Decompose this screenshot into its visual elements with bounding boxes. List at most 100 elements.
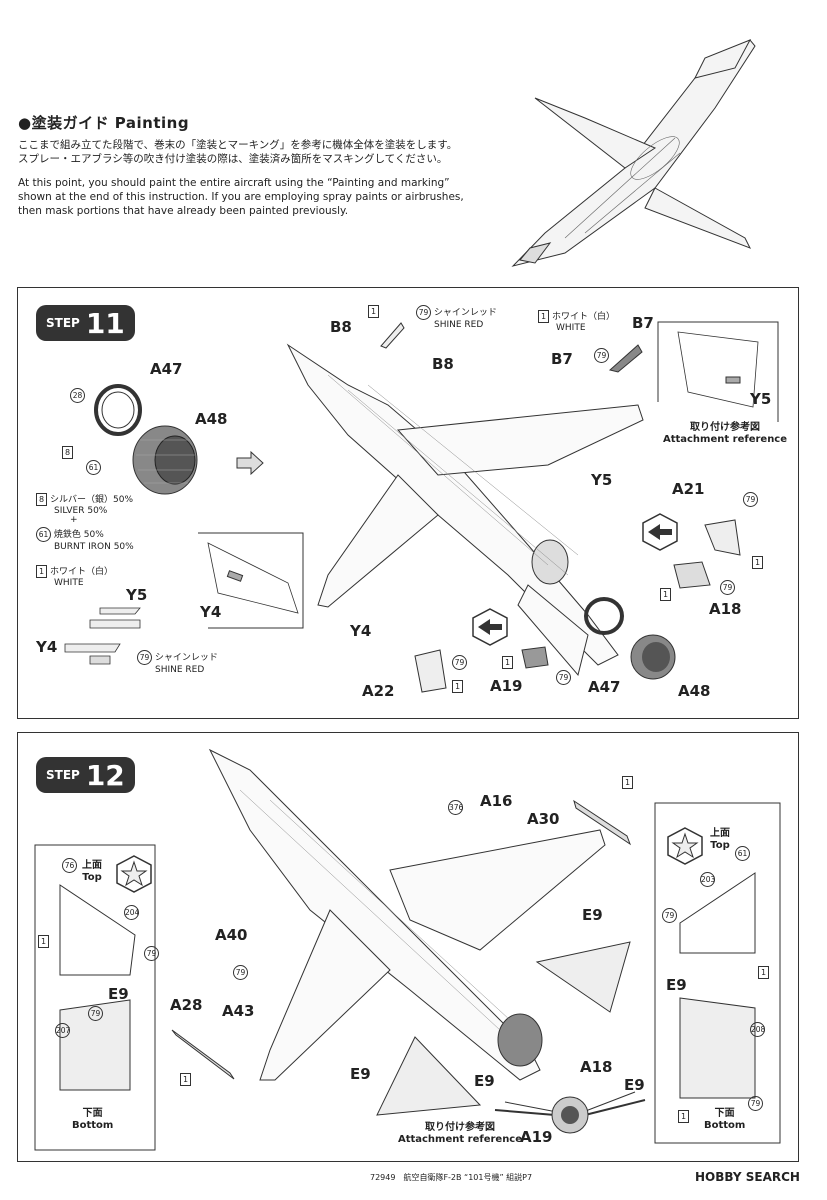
arrow-right-icon: [236, 450, 264, 476]
label-a47-main: A47: [588, 678, 621, 696]
label-a43: A43: [222, 1002, 255, 1020]
label-a40: A40: [215, 926, 248, 944]
num-376: 376: [448, 800, 463, 815]
page-footer: 72949 航空自衛隊F-2B “101号機” 組説P7: [370, 1173, 533, 1182]
part-a18: [673, 561, 711, 589]
label-a21: A21: [672, 480, 705, 498]
label-b7-mid: B7: [551, 350, 573, 368]
label-b8-mid: B8: [432, 355, 454, 373]
y4-inset: [198, 532, 304, 629]
num-79-a18: 79: [720, 580, 735, 595]
legend-burnt: 61 焼鉄色 50% BURNT IRON 50%: [36, 527, 134, 553]
num-79-a22: 79: [452, 655, 467, 670]
part-b7: [608, 344, 643, 373]
legend-plus: +: [70, 515, 78, 525]
label-a18: A18: [709, 600, 742, 618]
label-b8-top: B8: [330, 318, 352, 336]
num-1-right-bottom: 1: [678, 1110, 692, 1123]
aircraft-underside-step11: [286, 343, 644, 677]
num-204: 204: [124, 905, 139, 920]
label-a48: A48: [195, 410, 228, 428]
left-inset-frame: [34, 844, 156, 1151]
right-inset-frame: [654, 802, 781, 1144]
num-79-a19: 79: [556, 670, 571, 685]
label-a16: A16: [480, 792, 513, 810]
label-a19: A19: [490, 677, 523, 695]
num-79-b7: 79: [594, 348, 609, 363]
label-y5-main: Y5: [591, 471, 613, 489]
num-1-a19: 1: [502, 656, 516, 669]
label-a19-s12: A19: [520, 1128, 553, 1146]
label-b7-top: B7: [632, 314, 654, 332]
num-1-a22: 1: [452, 680, 466, 693]
star-hexagon-icon-left: [116, 855, 152, 893]
part-y4-y5: [64, 607, 141, 665]
label-e9-bottom: E9: [350, 1065, 371, 1083]
num-1-left-top: 1: [38, 935, 52, 948]
step12-badge: STEP 12: [36, 757, 135, 793]
aircraft-illustration: [511, 39, 756, 267]
label-y4-legend: Y4: [36, 638, 58, 656]
color-61-badge: 61: [86, 460, 101, 475]
attach-ref-inset-step11: [657, 321, 779, 422]
attach-ref-rear-view: [494, 1091, 646, 1134]
brand-watermark: HOBBY SEARCH: [695, 1170, 800, 1184]
part-a48-nozzle: [132, 425, 198, 495]
label-a18-s12: A18: [580, 1058, 613, 1076]
label-e9-right-inset: E9: [666, 976, 687, 994]
part-e9-fin-right: [535, 941, 631, 1013]
part-a22: [414, 649, 447, 693]
legend-shine-red: 79 シャインレッド SHINE RED: [137, 650, 218, 676]
painting-jp-line1: ここまで組み立てた段階で、巻末の「塗装とマーキング」を参考に機体全体を塗装をしま…: [18, 139, 458, 151]
num-79-right-bottom: 79: [748, 1096, 763, 1111]
painting-en-line2: shown at the end of this instruction. If…: [18, 191, 464, 203]
label-e9-left-inset: E9: [108, 985, 129, 1003]
legend-shine-red-top: 79 シャインレッド SHINE RED: [416, 305, 497, 331]
label-a28: A28: [170, 996, 203, 1014]
num-79-right-top: 79: [662, 908, 677, 923]
num-1-right-top: 1: [758, 966, 772, 979]
num-79-a40: 79: [233, 965, 248, 980]
hint-hexagon-icon-2: [472, 608, 508, 646]
num-1-b8: 1: [368, 305, 382, 318]
step12-word: STEP: [46, 768, 80, 782]
label-a30: A30: [527, 810, 560, 828]
num-203: 203: [700, 872, 715, 887]
part-b8: [380, 322, 405, 349]
label-a47: A47: [150, 360, 183, 378]
painting-title: ●塗装ガイド Painting: [18, 114, 190, 132]
label-y5-legend: Y5: [126, 586, 148, 604]
step11-word: STEP: [46, 316, 80, 330]
part-e9-fin-bottom: [376, 1036, 482, 1116]
num-1-a30: 1: [622, 776, 636, 789]
aircraft-underside-step12: [208, 748, 606, 1081]
num-76: 76: [62, 858, 77, 873]
num-79-left-bottom: 79: [88, 1006, 103, 1021]
label-y4-main: Y4: [350, 622, 372, 640]
label-a22: A22: [362, 682, 395, 700]
painting-en-line3: then mask portions that have already bee…: [18, 205, 349, 217]
label-y4-inset: Y4: [200, 603, 222, 621]
part-a21: [704, 519, 741, 556]
label-e9-right: E9: [582, 906, 603, 924]
hint-hexagon-icon: [642, 513, 678, 551]
step11-badge: STEP 11: [36, 305, 135, 341]
painting-en-line1: At this point, you should paint the enti…: [18, 177, 450, 189]
num-79-a21: 79: [743, 492, 758, 507]
part-a47-ring-placed: [584, 597, 624, 635]
part-a48-nozzle-placed: [630, 634, 676, 680]
num-79-left-top: 79: [144, 946, 159, 961]
step12-number: 12: [85, 758, 125, 792]
num-207: 207: [55, 1023, 70, 1038]
num-1-a21: 1: [752, 556, 766, 569]
step11-number: 11: [85, 306, 125, 340]
painting-jp-line2: スプレー・エアブラシ等の吹き付け塗装の際は、塗装済み箇所をマスキングしてください…: [18, 153, 448, 165]
label-y5-inset: Y5: [750, 390, 772, 408]
